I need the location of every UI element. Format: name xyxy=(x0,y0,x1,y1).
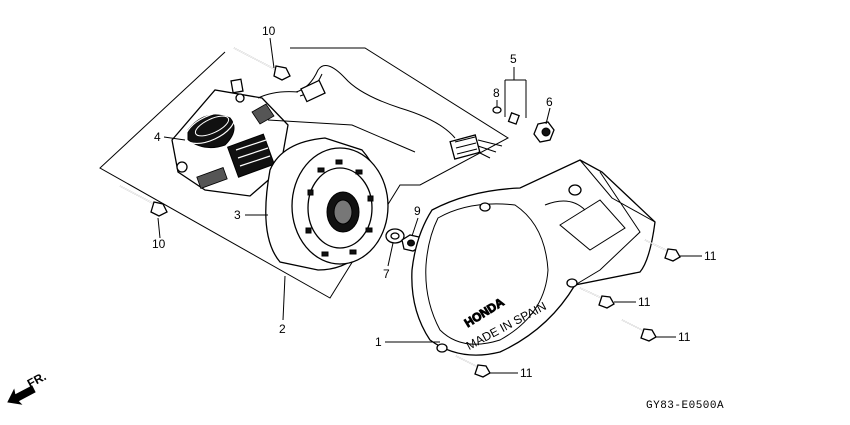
callout-1: 1 xyxy=(375,335,382,349)
callout-6: 6 xyxy=(546,95,553,109)
callout-5: 5 xyxy=(510,52,517,66)
parts-5-group xyxy=(492,106,555,143)
stator xyxy=(171,78,299,197)
callout-11-bottom: 11 xyxy=(520,366,533,380)
callout-11-top: 11 xyxy=(704,249,717,263)
front-arrow-icon xyxy=(7,385,36,405)
diagram-code: GY83-E0500A xyxy=(646,400,724,412)
callout-11-middle: 11 xyxy=(638,295,651,309)
front-direction-marker: FR. xyxy=(7,369,48,405)
callout-2: 2 xyxy=(279,322,286,336)
callout-10-lower: 10 xyxy=(152,237,166,251)
callout-10-upper: 10 xyxy=(262,24,276,38)
callout-8: 8 xyxy=(493,86,500,100)
bolt-10-upper xyxy=(233,47,291,81)
leader-lines xyxy=(157,37,702,374)
bolt-11-right xyxy=(621,319,657,342)
flywheel-rotor xyxy=(265,137,389,271)
callout-3: 3 xyxy=(234,208,241,222)
bolt-11-top xyxy=(644,239,681,262)
callout-11-right: 11 xyxy=(678,330,691,344)
bolt-11-bottom xyxy=(455,355,491,378)
bolt-10-lower xyxy=(119,185,168,217)
bolt-11-middle xyxy=(579,287,615,309)
wire-harness xyxy=(267,65,503,160)
left-crankcase-cover: HONDA MADE IN SPAIN xyxy=(411,159,656,356)
washer-7 xyxy=(385,228,405,244)
callout-4: 4 xyxy=(154,130,161,144)
callout-9: 9 xyxy=(414,204,421,218)
assembly-outline xyxy=(99,47,509,299)
callout-7: 7 xyxy=(383,267,390,281)
